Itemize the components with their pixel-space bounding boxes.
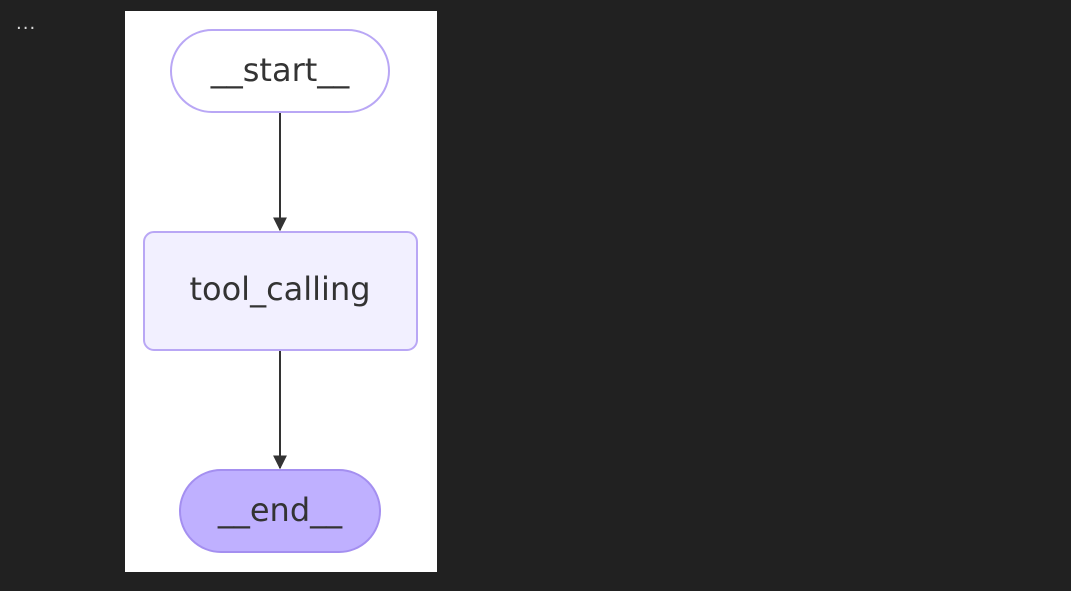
- ellipsis-icon[interactable]: ···: [16, 18, 37, 39]
- node-start-label: __start__: [210, 51, 351, 89]
- node-end-label: __end__: [217, 491, 343, 529]
- diagram-panel: __start__ tool_calling __end__: [125, 11, 437, 572]
- flowchart-svg: __start__ tool_calling __end__: [143, 29, 418, 553]
- node-tool-calling[interactable]: tool_calling: [143, 231, 418, 351]
- node-end[interactable]: __end__: [179, 469, 381, 553]
- node-start[interactable]: __start__: [170, 29, 390, 113]
- node-tool-calling-label: tool_calling: [189, 270, 370, 308]
